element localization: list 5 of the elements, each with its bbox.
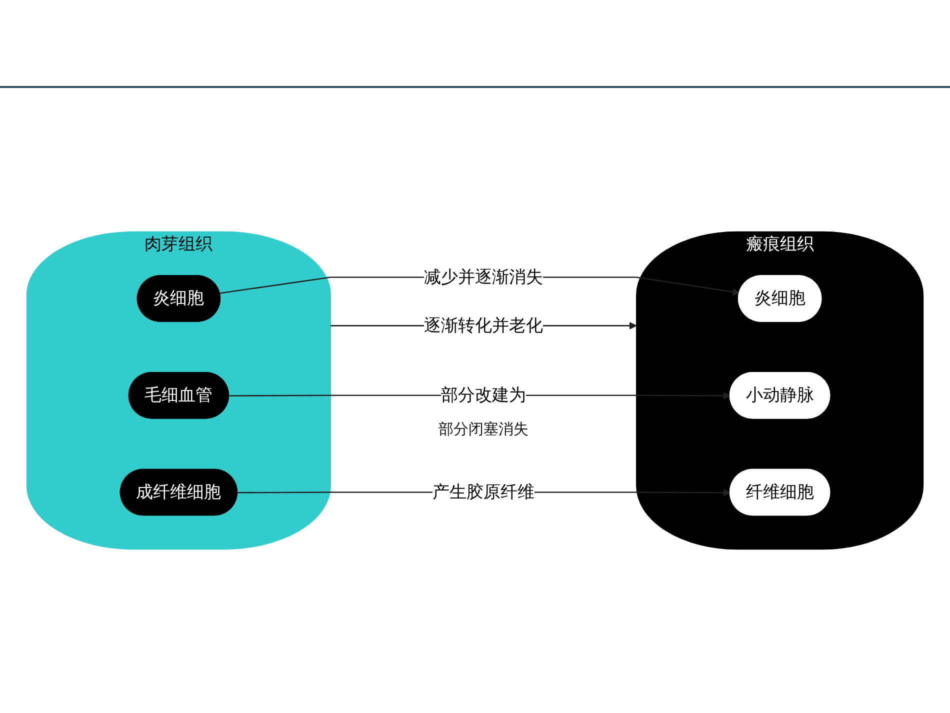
edge-label: 逐渐转化并老化: [424, 316, 543, 335]
edge-label: 产生胶原纤维: [432, 482, 534, 502]
edge-label: 减少并逐渐消失: [424, 267, 543, 286]
annotation-text: 部分闭塞消失: [438, 420, 528, 439]
edge-label: 部分改建为: [441, 386, 526, 404]
